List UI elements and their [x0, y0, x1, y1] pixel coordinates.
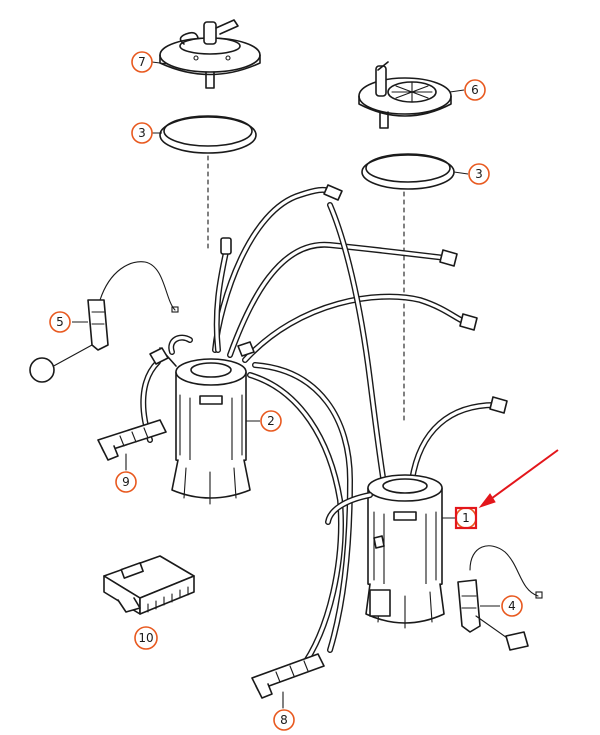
seal-ring-3-right — [361, 153, 455, 190]
fuel-pump-1 — [325, 474, 445, 629]
callout-3-left-label: 3 — [138, 126, 146, 140]
callout-10-label: 10 — [138, 631, 153, 645]
level-sensor-4 — [457, 545, 543, 651]
callout-1-label: 1 — [462, 511, 470, 525]
hose-fittings — [220, 184, 508, 414]
connector-9 — [97, 419, 167, 471]
callout-3-right-label: 3 — [475, 167, 483, 181]
fuel-hoses — [140, 186, 498, 673]
callout-2-label: 2 — [267, 414, 275, 428]
callout-10: 10 — [134, 626, 158, 650]
callout-8-label: 8 — [280, 713, 288, 727]
highlight-box — [454, 506, 478, 530]
callout-1: 1 — [454, 506, 478, 530]
flange-7 — [159, 19, 261, 89]
callout-6: 6 — [464, 79, 486, 101]
red-arrow-icon — [478, 449, 559, 508]
callout-8: 8 — [273, 709, 295, 731]
connector-8 — [251, 653, 325, 709]
control-module-10 — [103, 555, 195, 615]
seal-ring-3-left — [159, 115, 257, 154]
callout-3-left: 3 — [131, 122, 153, 144]
callout-9-label: 9 — [122, 475, 130, 489]
callout-7: 7 — [131, 51, 153, 73]
callout-5-label: 5 — [56, 315, 64, 329]
callout-4-label: 4 — [508, 599, 516, 613]
callout-7-label: 7 — [138, 55, 146, 69]
callout-2: 2 — [260, 410, 282, 432]
callout-5: 5 — [49, 311, 71, 333]
callout-9: 9 — [115, 471, 137, 493]
callout-6-label: 6 — [471, 83, 479, 97]
level-sensor-5 — [29, 261, 179, 383]
callout-4: 4 — [501, 595, 523, 617]
callout-3-right: 3 — [468, 163, 490, 185]
fuel-pump-2 — [149, 334, 255, 505]
leader-lines — [72, 61, 500, 607]
flange-6 — [358, 61, 452, 129]
